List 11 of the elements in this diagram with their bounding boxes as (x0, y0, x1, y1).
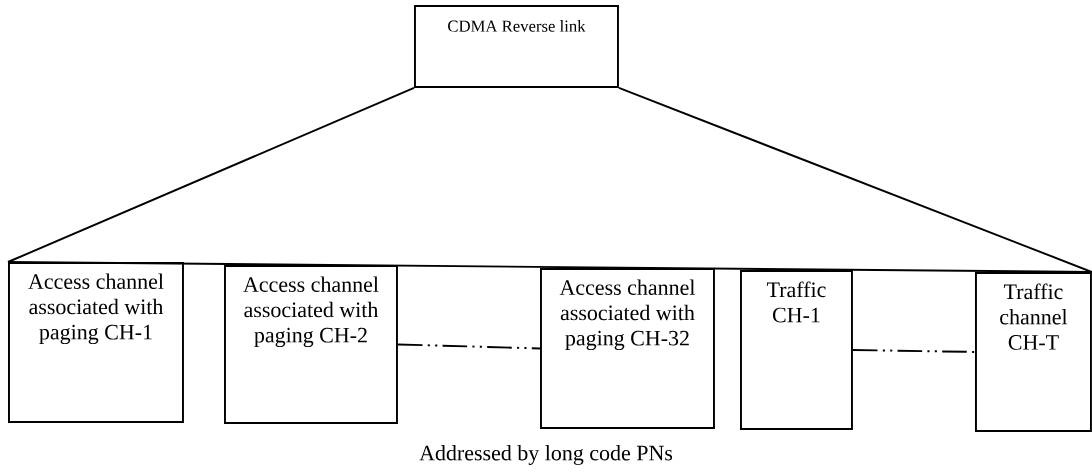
channel-box: Access channel associated with paging CH-32 (540, 268, 715, 429)
connector-line (7, 86, 415, 263)
channel-box: Traffic channel CH-T (975, 272, 1092, 432)
caption-text: Addressed by long code PNs (419, 445, 673, 465)
dash-dot-line (851, 349, 976, 353)
channel-box: Access channel associated with paging CH-1 (8, 262, 184, 423)
channel-box: Access channel associated with paging CH-2 (224, 265, 398, 424)
connector-line (617, 86, 1092, 273)
dash-dot-line (396, 343, 541, 350)
channel-box: CDMA Reverse link (414, 5, 619, 88)
channel-box: Traffic CH-1 (740, 270, 853, 430)
